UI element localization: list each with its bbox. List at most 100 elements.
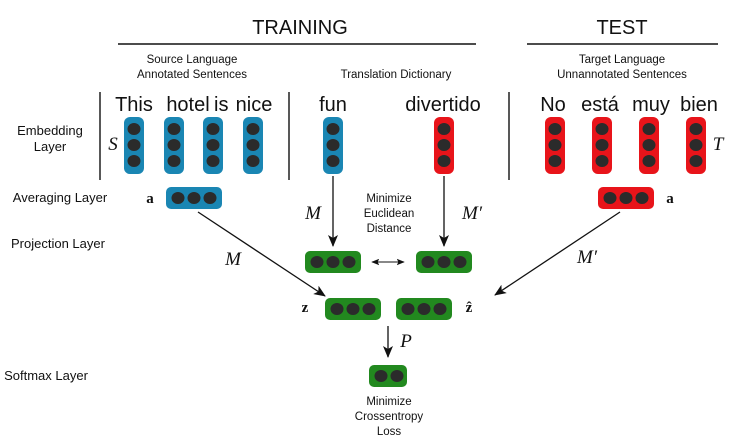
- source-embedding-is: [203, 117, 223, 174]
- dictionary-embedding-fun: [323, 117, 343, 174]
- crossentropy-note-line2: Crossentropy: [355, 411, 424, 423]
- symbol-Mprime-dictionary: M′: [461, 203, 483, 224]
- vector-unit: [127, 123, 141, 135]
- embedding-layer-label-line2: Layer: [34, 139, 67, 154]
- vector-unit: [548, 155, 562, 167]
- vector-unit: [246, 155, 260, 167]
- vector-unit: [437, 139, 451, 151]
- averaging-layer: [166, 187, 654, 209]
- source-word-3: is: [214, 94, 228, 116]
- vector-unit: [246, 139, 260, 151]
- softmax-vector: [369, 365, 407, 387]
- symbol-T: T: [713, 134, 725, 155]
- target-section-title-line1: Target Language: [579, 54, 665, 66]
- vector-unit: [595, 139, 609, 151]
- target-word-3: muy: [632, 94, 670, 116]
- vector-unit: [206, 123, 220, 135]
- symbol-M-left: M: [224, 249, 242, 270]
- vector-unit: [548, 123, 562, 135]
- arrow-average-to-z: [197, 211, 326, 297]
- vector-unit: [437, 155, 451, 167]
- source-word-4: nice: [236, 94, 273, 116]
- vector-unit: [453, 256, 467, 268]
- target-embedding-no: [545, 117, 565, 174]
- dictionary-embedding-divertido: [434, 117, 454, 174]
- vector-unit: [342, 256, 356, 268]
- source-word-2: hotel: [166, 94, 209, 116]
- vector-unit: [595, 123, 609, 135]
- vector-unit: [433, 303, 447, 315]
- vector-unit: [326, 123, 340, 135]
- vector-unit: [203, 192, 217, 204]
- average-vector-target: [598, 187, 654, 209]
- softmax-layer: [369, 365, 407, 387]
- symbol-S: S: [108, 134, 118, 155]
- vector-unit: [390, 370, 404, 382]
- vector-unit: [167, 155, 181, 167]
- target-word-1: No: [540, 94, 566, 116]
- vector-unit: [330, 303, 344, 315]
- vector-unit: [417, 303, 431, 315]
- vector-unit: [326, 155, 340, 167]
- training-header: TRAINING: [252, 17, 348, 39]
- vector-unit: [326, 256, 340, 268]
- softmax-layer-label: Softmax Layer: [4, 368, 88, 383]
- vector-unit: [689, 155, 703, 167]
- vector-unit: [374, 370, 388, 382]
- arrow-average-to-zhat: [494, 211, 621, 296]
- vector-unit: [346, 303, 360, 315]
- vector-unit: [206, 139, 220, 151]
- symbol-a-left: a: [146, 191, 154, 207]
- symbol-z-hat: ẑ: [466, 300, 473, 316]
- vector-unit: [167, 139, 181, 151]
- crossentropy-note-line3: Loss: [377, 426, 402, 438]
- test-header: TEST: [596, 17, 647, 39]
- averaging-layer-label: Averaging Layer: [13, 190, 108, 205]
- projection-layer: [305, 251, 472, 273]
- symbol-Mprime-right: M′: [576, 247, 598, 268]
- source-section-title-line1: Source Language: [147, 54, 238, 66]
- vector-unit: [619, 192, 633, 204]
- dictionary-word-source: fun: [319, 94, 347, 116]
- vector-unit: [167, 123, 181, 135]
- vector-unit: [689, 123, 703, 135]
- symbol-P: P: [399, 331, 412, 352]
- euclidean-note-line2: Euclidean: [364, 208, 415, 220]
- projection-layer-label: Projection Layer: [11, 236, 106, 251]
- target-word-4: bien: [680, 94, 718, 116]
- target-embedding-muy: [639, 117, 659, 174]
- vector-unit: [127, 155, 141, 167]
- source-embedding-nice: [243, 117, 263, 174]
- vector-unit: [642, 123, 656, 135]
- target-embedding-esta: [592, 117, 612, 174]
- average-vector-source: [166, 187, 222, 209]
- vector-unit: [362, 303, 376, 315]
- projection-vector-divertido: [416, 251, 472, 273]
- euclidean-note-line3: Distance: [367, 223, 412, 235]
- symbol-z: z: [302, 300, 309, 316]
- vector-unit: [548, 139, 562, 151]
- dictionary-word-target: divertido: [405, 94, 481, 116]
- z-hat-vector: [396, 298, 452, 320]
- z-layer: [325, 298, 452, 320]
- vector-unit: [421, 256, 435, 268]
- target-embedding-bien: [686, 117, 706, 174]
- vector-unit: [437, 123, 451, 135]
- vector-unit: [206, 155, 220, 167]
- vector-unit: [689, 139, 703, 151]
- vector-unit: [310, 256, 324, 268]
- euclidean-note-line1: Minimize: [366, 193, 411, 205]
- source-embedding-this: [124, 117, 144, 174]
- vector-unit: [603, 192, 617, 204]
- vector-unit: [595, 155, 609, 167]
- symbol-M-dictionary: M: [304, 203, 322, 224]
- source-embedding-hotel: [164, 117, 184, 174]
- embedding-layer-label-line1: Embedding: [17, 123, 83, 138]
- vector-unit: [437, 256, 451, 268]
- vector-unit: [642, 139, 656, 151]
- dictionary-section-title: Translation Dictionary: [341, 69, 452, 81]
- projection-vector-fun: [305, 251, 361, 273]
- vector-unit: [171, 192, 185, 204]
- embedding-layer: [124, 117, 706, 174]
